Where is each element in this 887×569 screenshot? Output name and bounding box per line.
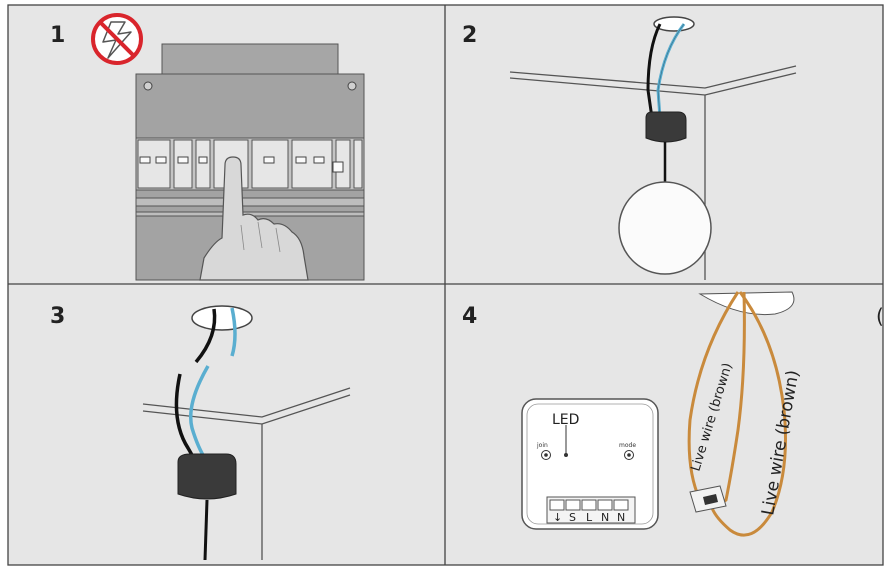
hand-pressing-breaker: [199, 156, 309, 281]
step-1-number: 1: [50, 23, 65, 48]
step-3-number: 3: [50, 304, 65, 329]
step-4-number: 4: [462, 304, 477, 329]
ceiling-light-illustration: [509, 16, 797, 280]
panel-grid: [7, 4, 884, 566]
terminal-label-2: S: [569, 511, 576, 524]
fuse-box-illustration: [135, 43, 365, 281]
terminal-label-1: ↓: [553, 511, 562, 524]
terminal-label-3: L: [586, 511, 593, 524]
terminal-label-5: N: [617, 511, 625, 524]
terminal-label-4: N: [601, 511, 609, 524]
live-wire-loop: [687, 291, 795, 537]
mode-label: mode: [619, 442, 636, 449]
led-indicator: [564, 453, 568, 457]
panel-4: [445, 284, 883, 565]
step-2-number: 2: [462, 23, 477, 48]
cut-off-glyph: (: [876, 304, 884, 328]
wires-and-cap-illustration: [142, 305, 351, 561]
panel-3: [8, 284, 445, 565]
join-label: join: [536, 442, 548, 449]
led-label: LED: [552, 412, 579, 428]
smart-switch-module: [521, 398, 659, 530]
no-electricity-icon: [91, 13, 143, 65]
